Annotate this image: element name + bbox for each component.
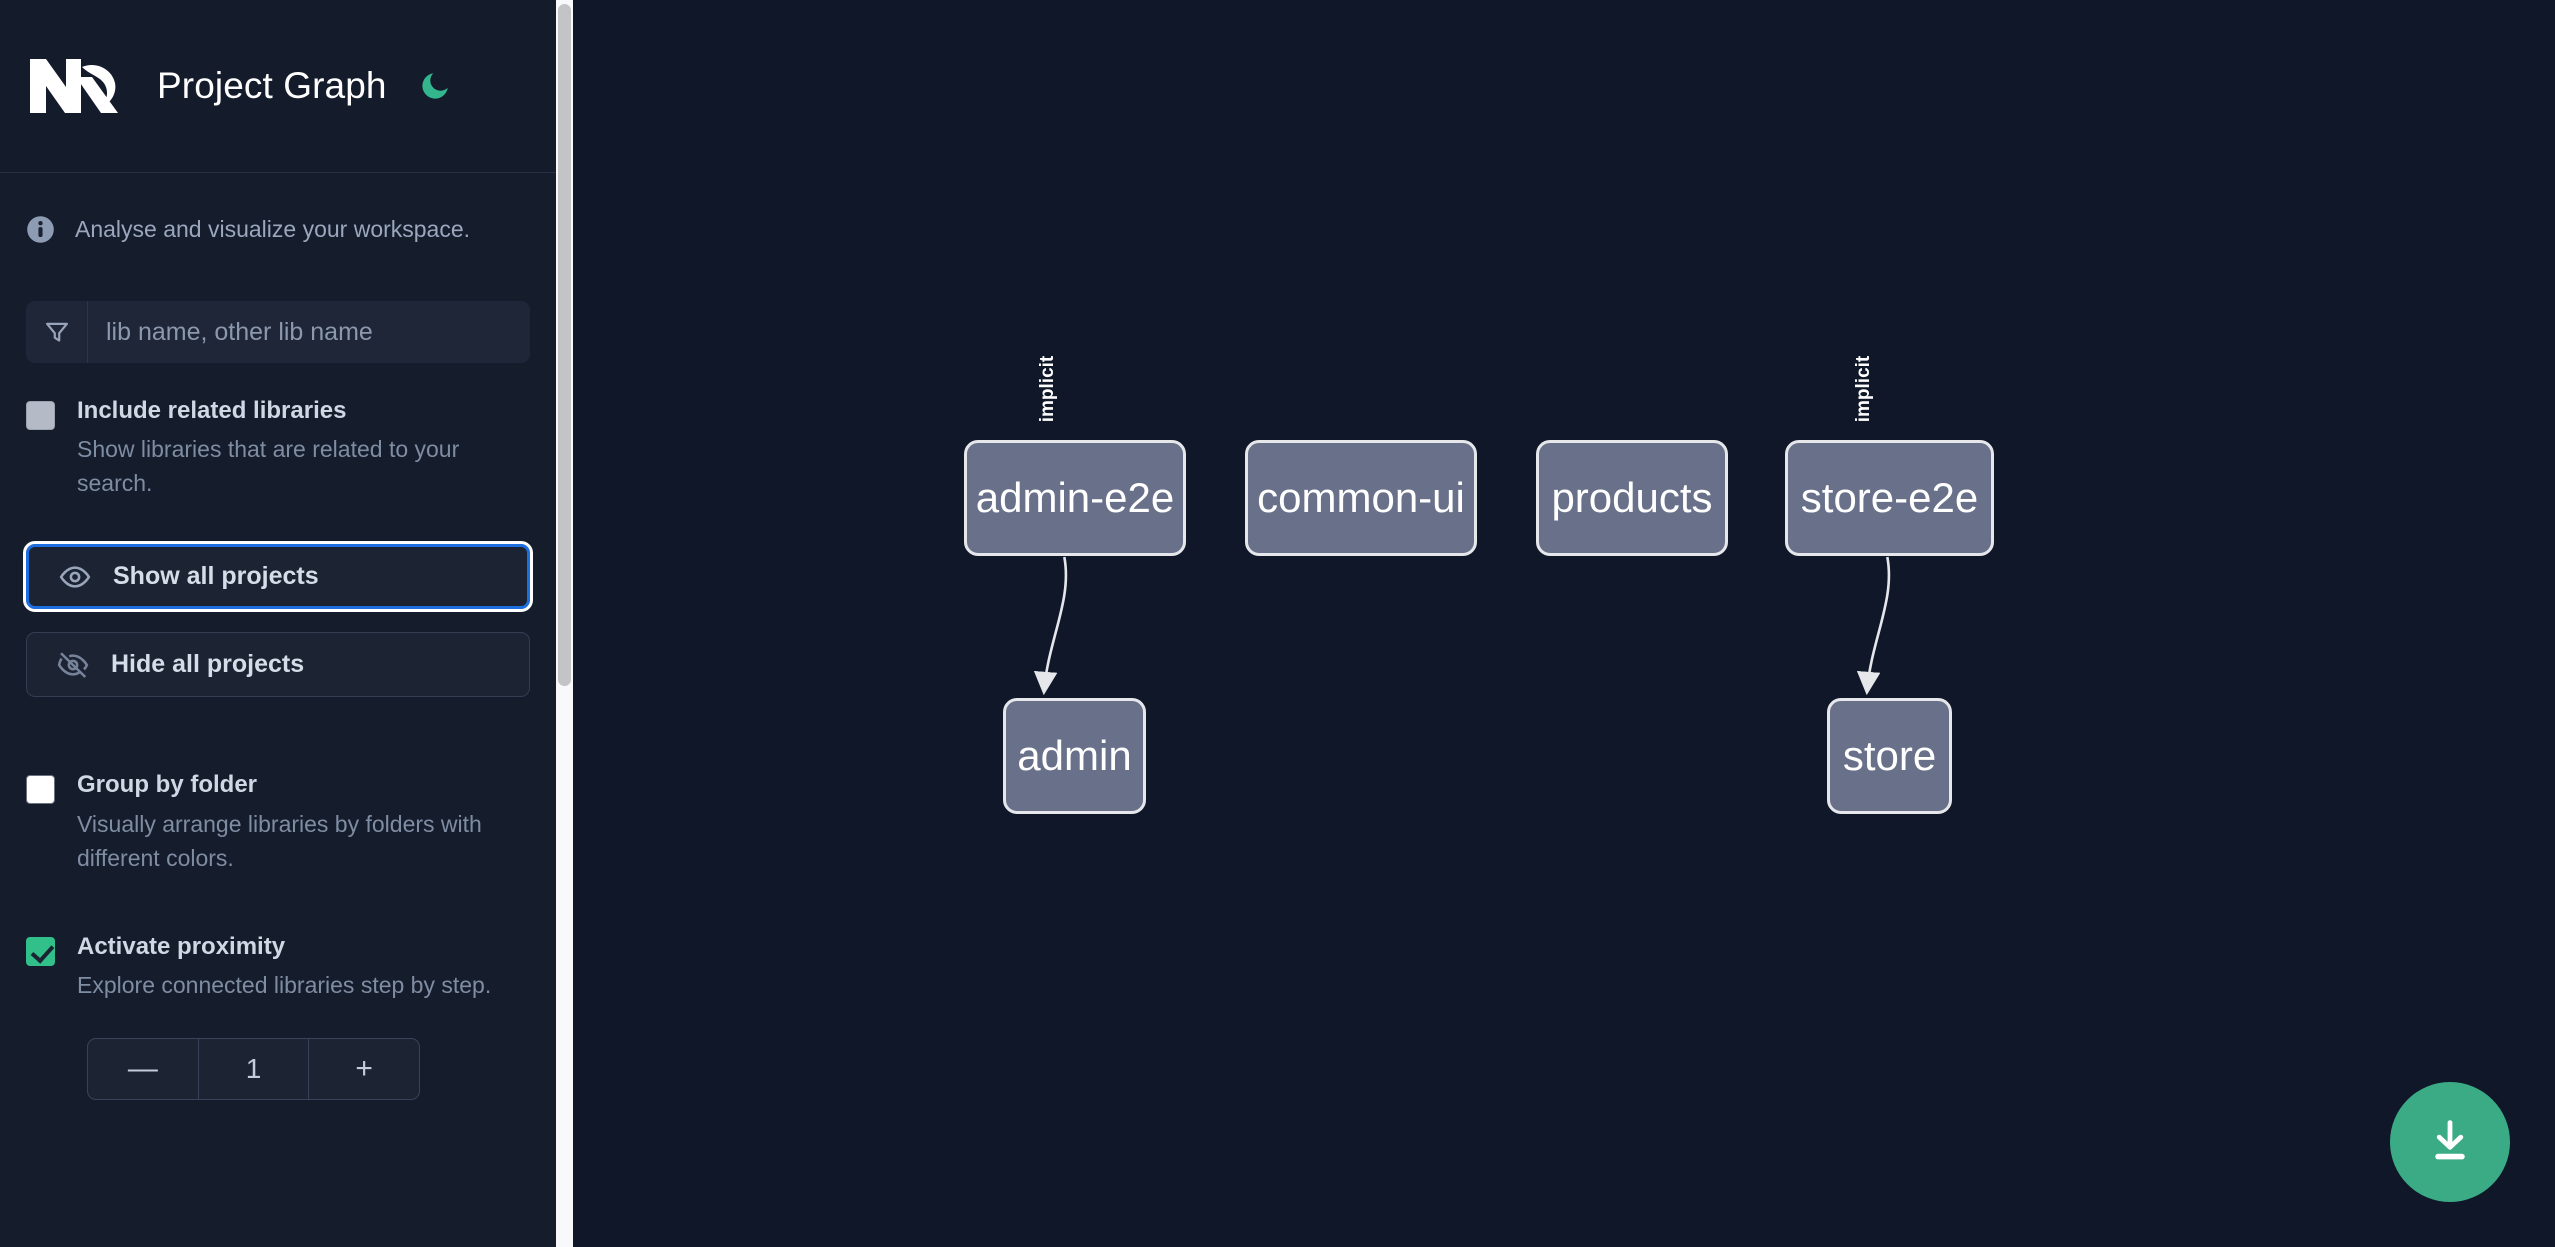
sidebar-scrollbar-thumb[interactable] [558, 4, 571, 686]
graph-node-common-ui[interactable]: common-ui [1245, 440, 1477, 556]
graph-edge-label-store-implicit: implicit [1853, 355, 1874, 423]
show-all-projects-label: Show all projects [113, 562, 319, 591]
option-group-by-folder[interactable]: Group by folder Visually arrange librari… [26, 769, 530, 874]
graph-node-products[interactable]: products [1536, 440, 1728, 556]
graph-node-label: store-e2e [1800, 474, 1979, 521]
option-label: Group by folder [77, 771, 257, 799]
graph-canvas[interactable]: admin-e2e common-ui products store-e2e a… [556, 0, 2555, 1247]
show-all-projects-button[interactable]: Show all projects [23, 541, 533, 613]
option-label: Activate proximity [77, 932, 286, 960]
proximity-value: 1 [197, 1039, 310, 1100]
nx-logo-icon [26, 55, 120, 117]
include-related-libraries-checkbox[interactable] [26, 401, 55, 430]
option-description: Visually arrange libraries by folders wi… [77, 810, 482, 871]
filter-funnel-icon[interactable] [26, 301, 88, 363]
proximity-stepper[interactable]: — 1 + [87, 1038, 420, 1101]
download-image-button[interactable] [2390, 1082, 2510, 1202]
graph-node-store-e2e[interactable]: store-e2e [1785, 440, 1994, 556]
option-include-related-libraries[interactable]: Include related libraries Show libraries… [26, 395, 530, 500]
option-description: Show libraries that are related to your … [77, 436, 460, 497]
graph-node-label: products [1551, 474, 1713, 521]
graph-edges [1033, 556, 1891, 696]
search-input[interactable] [88, 301, 530, 363]
group-by-folder-checkbox[interactable] [26, 775, 55, 805]
activate-proximity-checkbox[interactable] [26, 936, 55, 966]
workspace-info-text: Analyse and visualize your workspace. [75, 216, 471, 242]
graph-node-admin[interactable]: admin [1003, 698, 1146, 814]
graph-node-admin-e2e[interactable]: admin-e2e [964, 440, 1186, 556]
option-description: Explore connected libraries step by step… [77, 972, 492, 999]
hide-all-projects-button[interactable]: Hide all projects [26, 632, 530, 698]
sidebar: Project Graph Analyse and visualize your… [0, 0, 556, 1247]
eye-off-icon [55, 647, 91, 683]
sidebar-header: Project Graph [0, 0, 556, 173]
graph-node-label: common-ui [1257, 474, 1465, 521]
graph-node-label: admin-e2e [975, 474, 1175, 521]
download-icon [2424, 1115, 2476, 1170]
option-activate-proximity[interactable]: Activate proximity Explore connected lib… [26, 931, 530, 1002]
hide-all-projects-label: Hide all projects [111, 650, 305, 679]
moon-icon[interactable] [414, 65, 456, 107]
proximity-decrement-button[interactable]: — [127, 1052, 158, 1086]
graph-edge-label-admin-implicit: implicit [1037, 355, 1058, 423]
graph-node-label: admin [1017, 732, 1132, 779]
workspace-info: Analyse and visualize your workspace. [0, 173, 556, 244]
info-circle-icon [26, 215, 55, 244]
option-label: Include related libraries [77, 397, 347, 424]
graph-node-label: store [1842, 732, 1937, 779]
eye-icon [57, 559, 93, 595]
page-title: Project Graph [157, 65, 387, 106]
proximity-increment-button[interactable]: + [355, 1052, 373, 1086]
sidebar-body: Analyse and visualize your workspace. In… [0, 173, 556, 1101]
graph-node-store[interactable]: store [1827, 698, 1952, 814]
search-field[interactable] [26, 301, 530, 363]
